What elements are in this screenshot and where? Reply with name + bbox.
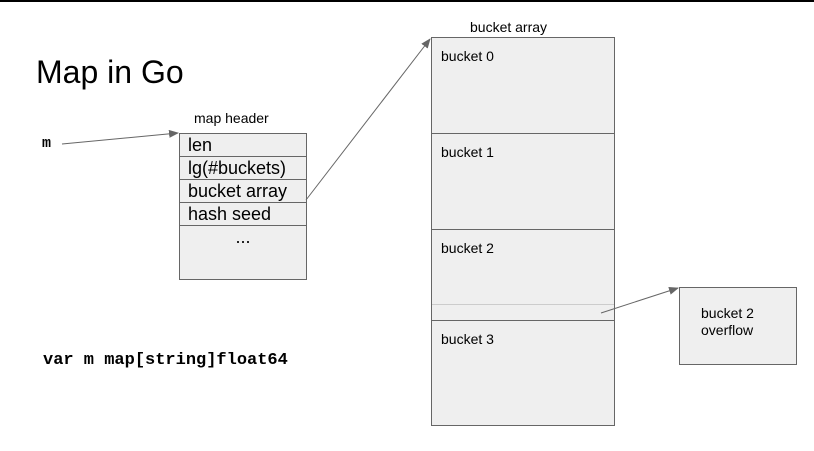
map-declaration: var m map[string]float64 [43, 351, 288, 370]
map-header-box: len lg(#buckets) bucket array hash seed … [179, 133, 307, 280]
variable-m-label: m [42, 135, 52, 152]
map-header-label: map header [194, 110, 269, 126]
bucket-label-0: bucket 0 [441, 48, 494, 64]
arrow-m-to-header [61, 129, 179, 145]
header-field-lg-buckets: lg(#buckets) [180, 157, 306, 180]
bucket-row-2: bucket 2 [432, 230, 614, 321]
slide-title: Map in Go [36, 54, 184, 90]
top-rule [0, 0, 814, 2]
bucket-array-box: bucket 0 bucket 1 bucket 2 bucket 3 [431, 37, 615, 426]
bucket-row-3: bucket 3 [432, 321, 614, 425]
bucket-label-3: bucket 3 [441, 331, 494, 347]
header-field-hash-seed: hash seed [180, 203, 306, 226]
bucket-array-label: bucket array [470, 19, 548, 35]
bucket-label-1: bucket 1 [441, 144, 494, 160]
overflow-bucket-box: bucket 2 overflow [679, 287, 797, 365]
header-field-bucket-array: bucket array [180, 180, 306, 203]
overflow-bucket-text: bucket 2 overflow [701, 305, 791, 339]
arrow-header-to-bucket-array [305, 38, 431, 201]
header-field-len: len [180, 134, 306, 157]
bucket-label-2: bucket 2 [441, 240, 494, 256]
header-field-ellipsis: ... [235, 227, 251, 247]
overflow-line-1: bucket 2 [701, 305, 754, 321]
bucket-2-overflow-divider [432, 304, 614, 305]
overflow-line-2: overflow [701, 322, 754, 338]
bucket-row-0: bucket 0 [432, 38, 614, 134]
bucket-row-1: bucket 1 [432, 134, 614, 230]
